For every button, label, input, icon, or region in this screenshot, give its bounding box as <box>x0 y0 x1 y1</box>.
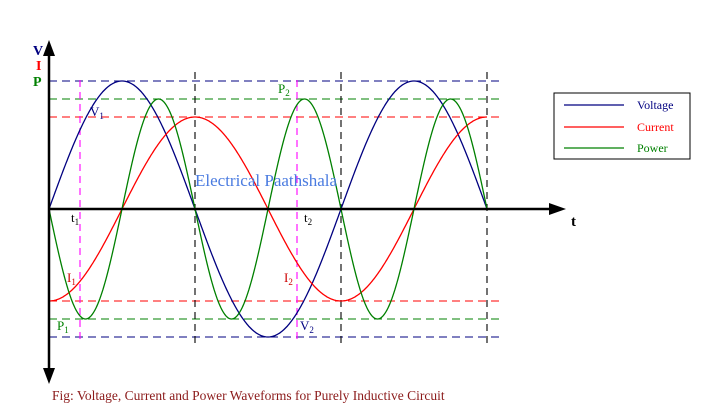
axis-label-p: P <box>33 75 42 90</box>
watermark: Electrical Paathshala <box>195 171 338 190</box>
time-axis-arrow <box>549 203 566 215</box>
axis-label-i: I <box>36 59 41 74</box>
label-p2: P2 <box>278 81 290 98</box>
label-p1: P1 <box>57 318 69 335</box>
voltage-waveform <box>48 80 488 338</box>
label-i2: I2 <box>284 270 293 287</box>
label-v2: V2 <box>300 318 314 335</box>
label-t2: t2 <box>304 210 312 227</box>
label-t1: t1 <box>71 210 79 227</box>
axis-label-t: t <box>571 214 576 230</box>
legend-label-current: Current <box>637 120 674 134</box>
axis-label-v: V <box>33 44 43 59</box>
legend: Voltage Current Power <box>553 92 691 160</box>
label-v1: V1 <box>90 104 104 121</box>
vertical-axis-arrow-down <box>43 368 55 384</box>
label-i1: I1 <box>67 270 76 287</box>
legend-label-power: Power <box>637 141 668 155</box>
figure-caption: Fig: Voltage, Current and Power Waveform… <box>52 388 445 403</box>
legend-label-voltage: Voltage <box>637 98 673 112</box>
vertical-axis-arrow-up <box>43 40 55 56</box>
